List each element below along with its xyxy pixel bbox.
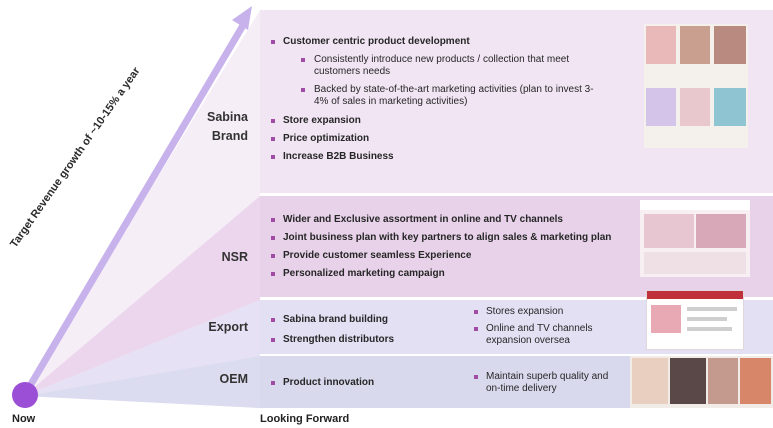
sabina-label-line1: Sabina <box>207 110 248 124</box>
list-item: Sabina brand building <box>270 314 460 326</box>
product-catalog-image <box>644 24 748 148</box>
sabina-label-line2: Brand <box>211 129 248 144</box>
oem-bullets-left: Product innovation <box>270 377 460 389</box>
list-item: Maintain superb quality and on-time deli… <box>473 371 623 395</box>
list-item: Strengthen distributors <box>270 334 460 346</box>
list-item: Price optimization <box>270 133 622 145</box>
footer-looking-forward: Looking Forward <box>260 413 350 425</box>
sabina-label: Sabina Brand <box>196 108 248 147</box>
export-store-image <box>646 290 744 350</box>
oem-label: OEM <box>219 372 248 386</box>
list-item: Personalized marketing campaign <box>270 268 630 280</box>
list-item: Customer centric product development <box>270 36 622 48</box>
footer-now: Now <box>12 413 36 425</box>
list-item: Backed by state-of-the-art marketing act… <box>300 84 594 108</box>
online-store-image <box>640 200 750 277</box>
export-bullets-left: Sabina brand building Strengthen distrib… <box>270 314 460 346</box>
oem-products-image <box>630 356 773 408</box>
list-item: Stores expansion <box>473 306 633 318</box>
oem-bullets-right: Maintain superb quality and on-time deli… <box>473 371 623 395</box>
list-item: Provide customer seamless Experience <box>270 250 630 262</box>
list-item: Store expansion <box>270 115 622 127</box>
export-bullets-right: Stores expansion Online and TV channels … <box>473 306 633 347</box>
list-item: Product innovation <box>270 377 460 389</box>
list-item: Wider and Exclusive assortment in online… <box>270 214 630 226</box>
export-label: Export <box>208 320 248 334</box>
list-item: Online and TV channels expansion oversea <box>473 323 633 347</box>
sabina-bullets: Customer centric product development Con… <box>270 36 622 163</box>
start-point-icon <box>12 382 38 408</box>
nsr-label: NSR <box>221 250 248 264</box>
list-item: Increase B2B Business <box>270 151 622 163</box>
list-item: Joint business plan with key partners to… <box>270 232 630 244</box>
list-item: Consistently introduce new products / co… <box>300 54 584 78</box>
arrow-head-icon <box>232 6 252 30</box>
nsr-bullets: Wider and Exclusive assortment in online… <box>270 214 630 280</box>
